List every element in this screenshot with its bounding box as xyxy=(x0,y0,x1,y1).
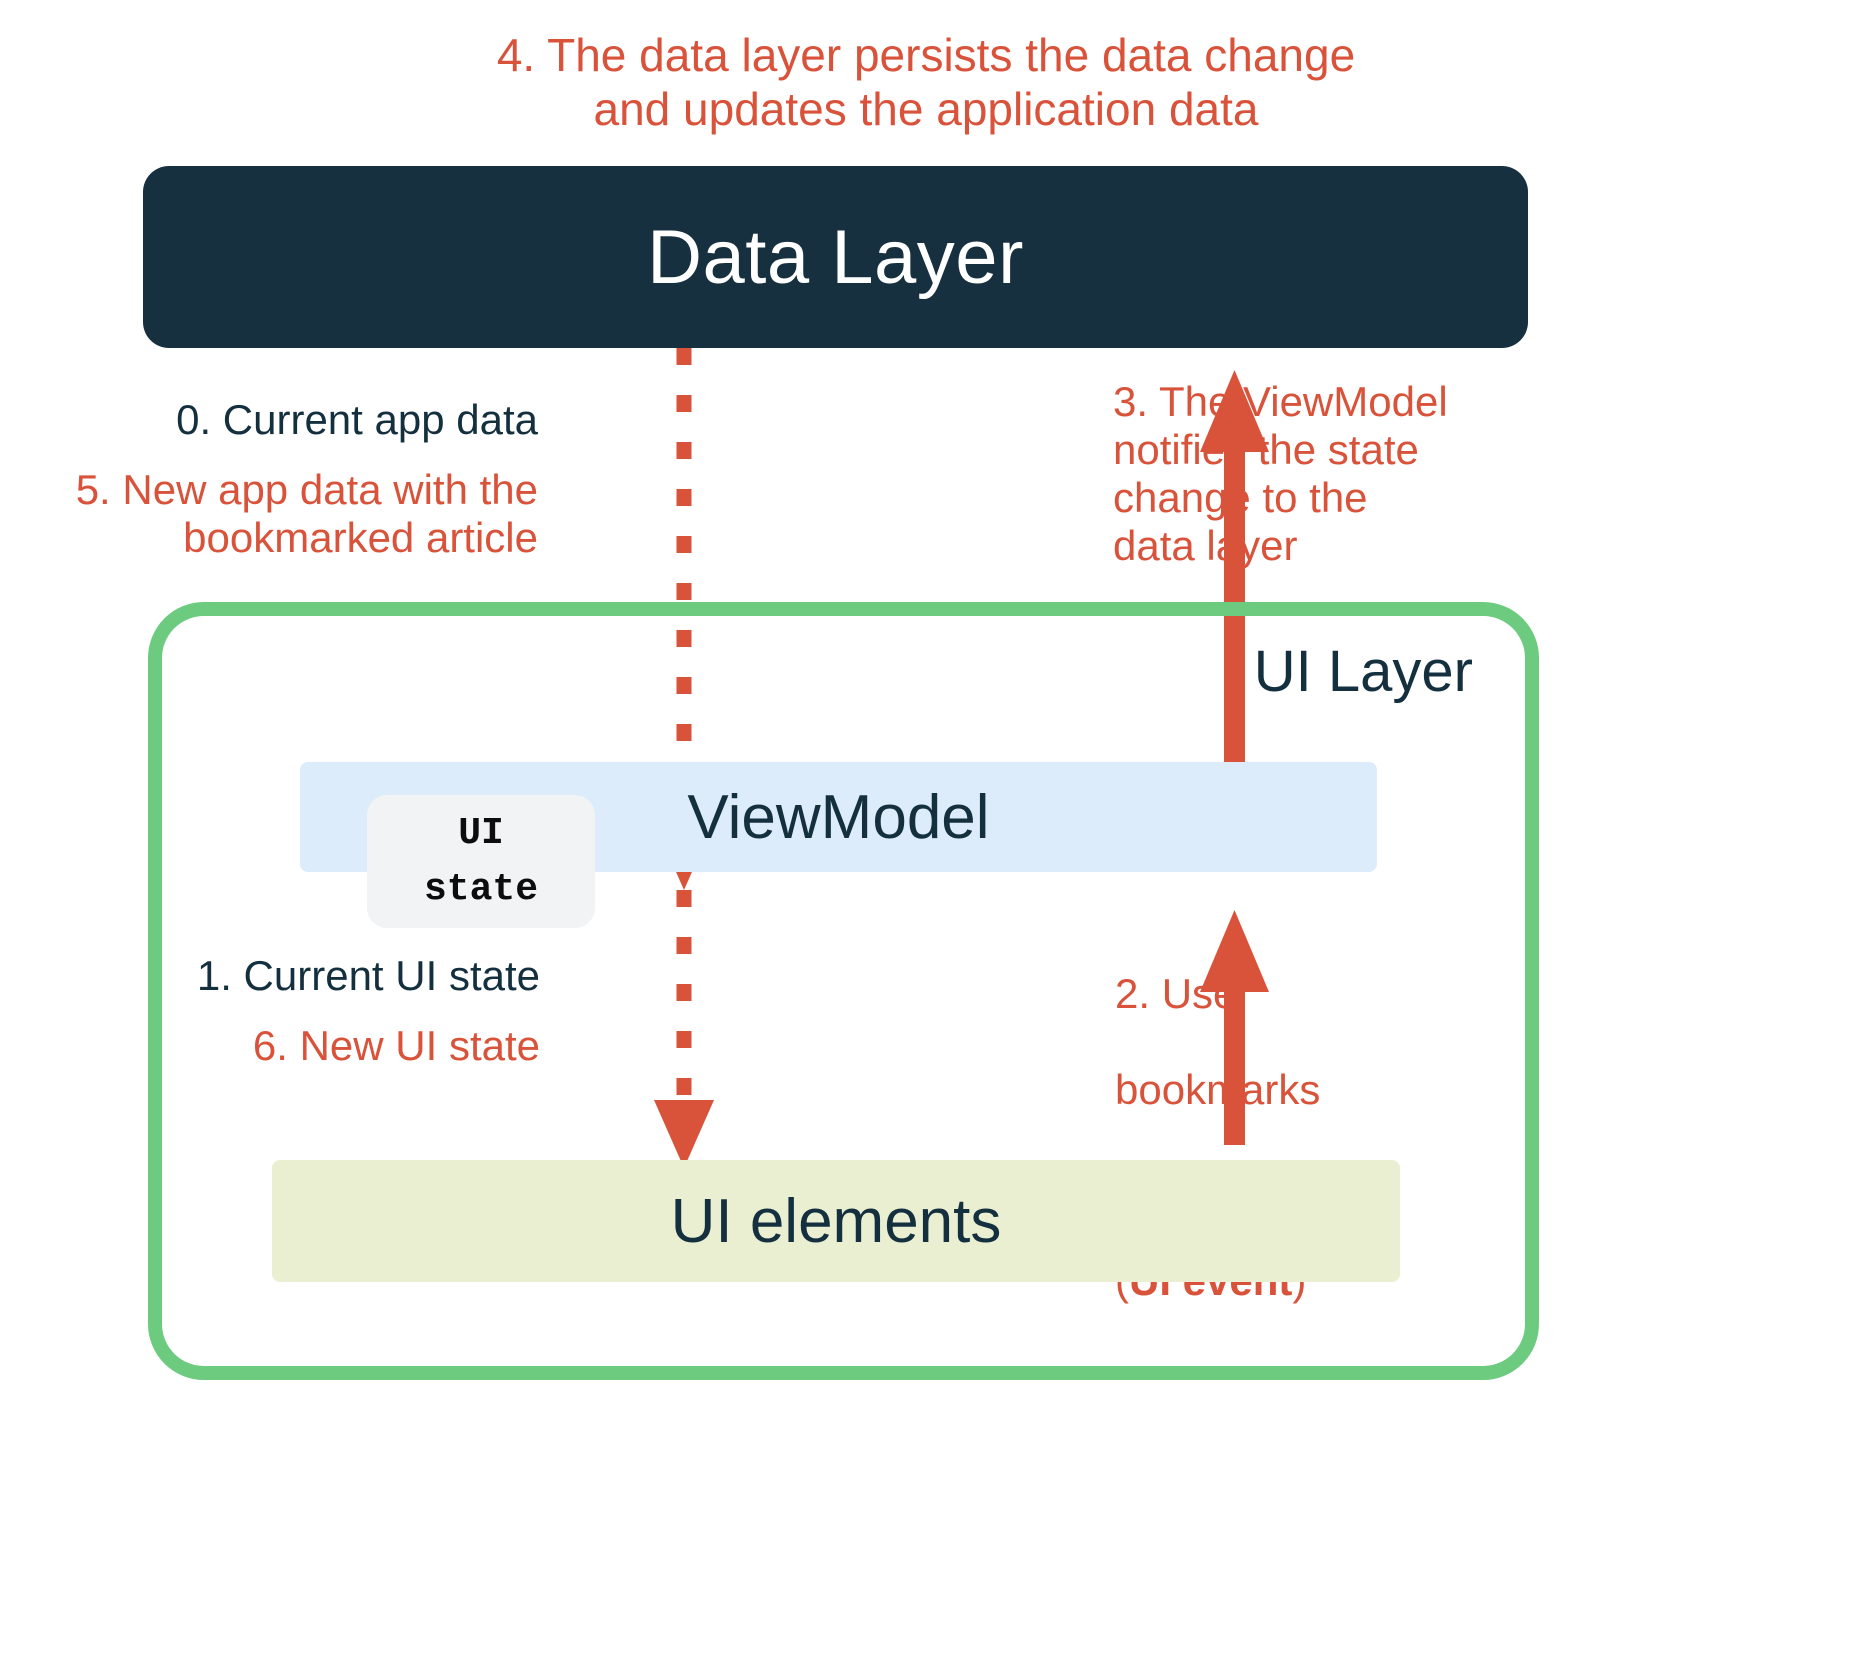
label-step-5: 5. New app data with the bookmarked arti… xyxy=(75,466,538,561)
ui-elements-title: UI elements xyxy=(670,1186,1002,1256)
label-step-6: 6. New UI state xyxy=(252,1022,540,1069)
label-step-1: 1. Current UI state xyxy=(196,952,540,999)
label-step-2-line-2: bookmarks xyxy=(1115,1065,1321,1113)
data-layer-title: Data Layer xyxy=(647,214,1024,300)
ui-layer-title: UI Layer xyxy=(1253,639,1473,704)
label-step-3: 3. The ViewModel notifies the state chan… xyxy=(1113,378,1448,569)
caption-step-4: 4. The data layer persists the data chan… xyxy=(496,29,1356,136)
ui-state-chip: UI state xyxy=(367,795,595,928)
ui-elements-box: UI elements xyxy=(272,1160,1400,1282)
data-layer-box: Data Layer xyxy=(143,166,1528,348)
ui-layer-box: UI Layer xyxy=(148,602,1539,1380)
label-step-0: 0. Current app data xyxy=(176,396,538,443)
viewmodel-title: ViewModel xyxy=(687,782,990,852)
label-step-2-line-1: 2. User xyxy=(1115,969,1251,1017)
